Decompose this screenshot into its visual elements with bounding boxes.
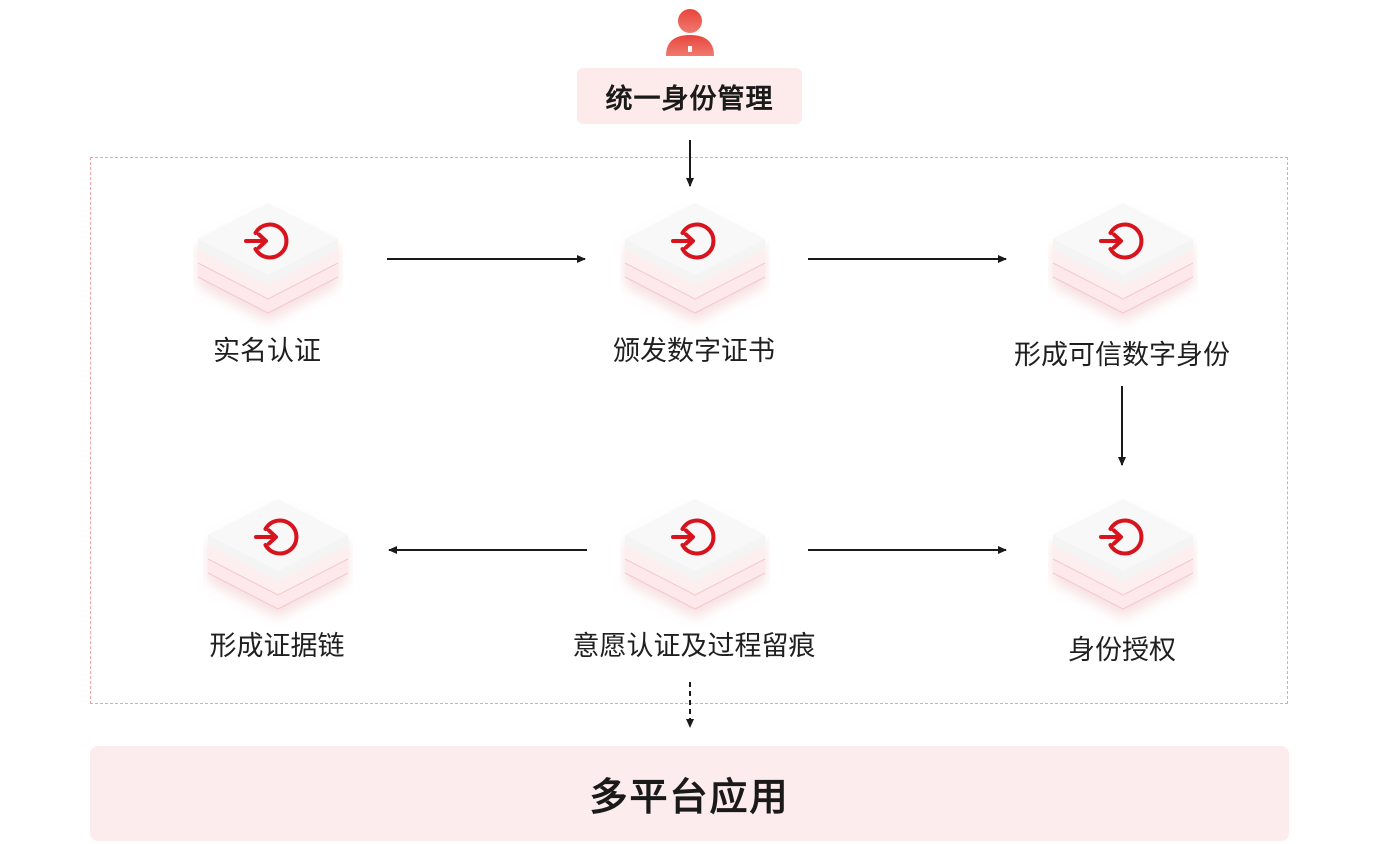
node-identity-auth	[1048, 499, 1198, 629]
login-arrow-icon	[671, 518, 716, 556]
login-arrow-icon	[1099, 518, 1144, 556]
node-issue-cert	[620, 203, 770, 333]
label-identity-auth: 身份授权	[1068, 635, 1176, 666]
node-intent-auth	[620, 499, 770, 629]
unified-identity-label: 统一身份管理	[577, 68, 802, 124]
login-arrow-icon	[1099, 222, 1144, 260]
multi-platform-application: 多平台应用	[90, 746, 1289, 841]
login-arrow-icon	[671, 222, 716, 260]
node-trusted-identity	[1048, 203, 1198, 333]
label-real-name: 实名认证	[213, 336, 321, 367]
label-intent-auth: 意愿认证及过程留痕	[572, 631, 816, 662]
node-evidence-chain	[203, 499, 353, 629]
label-evidence-chain: 形成证据链	[209, 631, 345, 662]
login-arrow-icon	[254, 518, 299, 556]
login-arrow-icon	[244, 222, 289, 260]
user-icon	[666, 9, 714, 56]
node-real-name	[193, 203, 343, 333]
label-issue-cert: 颁发数字证书	[613, 336, 775, 367]
label-trusted-identity: 形成可信数字身份	[1014, 340, 1230, 371]
